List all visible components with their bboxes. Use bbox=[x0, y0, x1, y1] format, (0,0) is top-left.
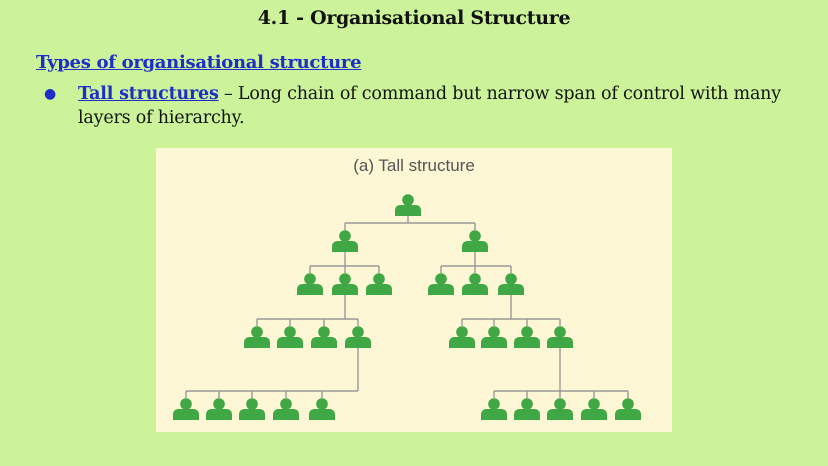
person-icon bbox=[345, 326, 371, 348]
person-icon bbox=[366, 273, 392, 295]
person-icon bbox=[206, 398, 232, 420]
person-icon bbox=[244, 326, 270, 348]
person-icon bbox=[462, 273, 488, 295]
person-icon bbox=[239, 398, 265, 420]
person-icon bbox=[309, 398, 335, 420]
org-nodes bbox=[173, 194, 641, 420]
person-icon bbox=[332, 273, 358, 295]
slide-title: 4.1 - Organisational Structure bbox=[257, 7, 571, 29]
person-icon bbox=[449, 326, 475, 348]
bullet-term-link[interactable]: Tall structures bbox=[78, 84, 219, 104]
person-icon bbox=[428, 273, 454, 295]
person-icon bbox=[462, 230, 488, 252]
bullet-description: – Long chain of command but narrow span … bbox=[78, 84, 781, 128]
person-icon bbox=[297, 273, 323, 295]
person-icon bbox=[173, 398, 199, 420]
person-icon bbox=[481, 398, 507, 420]
bullet-dot-icon: ● bbox=[44, 86, 57, 102]
bullet-item-tall-structures: ● Tall structures – Long chain of comman… bbox=[44, 82, 804, 130]
person-icon bbox=[547, 326, 573, 348]
bullet-text: Tall structures – Long chain of command … bbox=[44, 82, 804, 130]
org-chart bbox=[173, 194, 641, 420]
person-icon bbox=[273, 398, 299, 420]
person-icon bbox=[277, 326, 303, 348]
person-icon bbox=[547, 398, 573, 420]
person-icon bbox=[395, 194, 421, 216]
person-icon bbox=[581, 398, 607, 420]
tall-structure-figure: (a) Tall structure bbox=[156, 148, 672, 432]
person-icon bbox=[615, 398, 641, 420]
section-heading-link[interactable]: Types of organisational structure bbox=[36, 52, 362, 73]
person-icon bbox=[332, 230, 358, 252]
person-icon bbox=[514, 398, 540, 420]
person-icon bbox=[514, 326, 540, 348]
person-icon bbox=[311, 326, 337, 348]
person-icon bbox=[498, 273, 524, 295]
connector-lines bbox=[185, 216, 629, 398]
person-icon bbox=[481, 326, 507, 348]
figure-caption: (a) Tall structure bbox=[353, 156, 475, 175]
